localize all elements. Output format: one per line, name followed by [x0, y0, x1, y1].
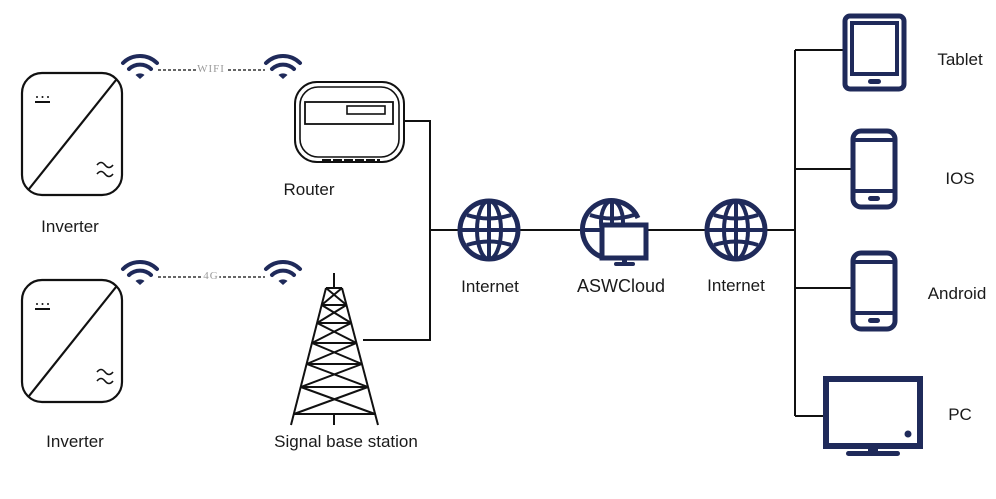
inverter-icon [20, 278, 124, 404]
wifi-signal-icon [264, 53, 302, 81]
cloud-label: ASWCloud [576, 276, 666, 296]
tower-link [363, 230, 431, 341]
router-label: Router [283, 180, 335, 199]
internet-2-label: Internet [707, 276, 765, 295]
internet-1-label: Internet [461, 277, 519, 296]
base-station-label: Signal base station [274, 432, 418, 451]
tablet-icon [842, 13, 907, 92]
router-icon [294, 81, 405, 163]
monitor-icon [823, 376, 923, 456]
ios-label: IOS [945, 169, 975, 188]
cellular-link-label: 4G [202, 270, 220, 282]
cloud-monitor-icon [579, 198, 649, 266]
wifi-signal-icon [121, 53, 159, 81]
cellular-link [121, 259, 302, 287]
inverter-2-label: Inverter [46, 432, 104, 451]
phone-icon [853, 131, 895, 207]
connector-lines [363, 49, 852, 417]
inverter-1-label: Inverter [41, 217, 99, 236]
wifi-link [121, 53, 302, 81]
router-link [404, 120, 431, 230]
globe-icon [460, 201, 518, 259]
inverter-icon [20, 71, 124, 197]
signal-tower-icon [290, 273, 379, 426]
phone-icon [853, 253, 895, 329]
wifi-signal-icon [121, 259, 159, 287]
globe-icon [707, 201, 765, 259]
wifi-link-label: WIFI [196, 63, 226, 75]
wifi-signal-icon [264, 259, 302, 287]
tablet-label: Tablet [937, 50, 983, 69]
pc-label: PC [948, 405, 972, 424]
android-label: Android [927, 284, 987, 303]
